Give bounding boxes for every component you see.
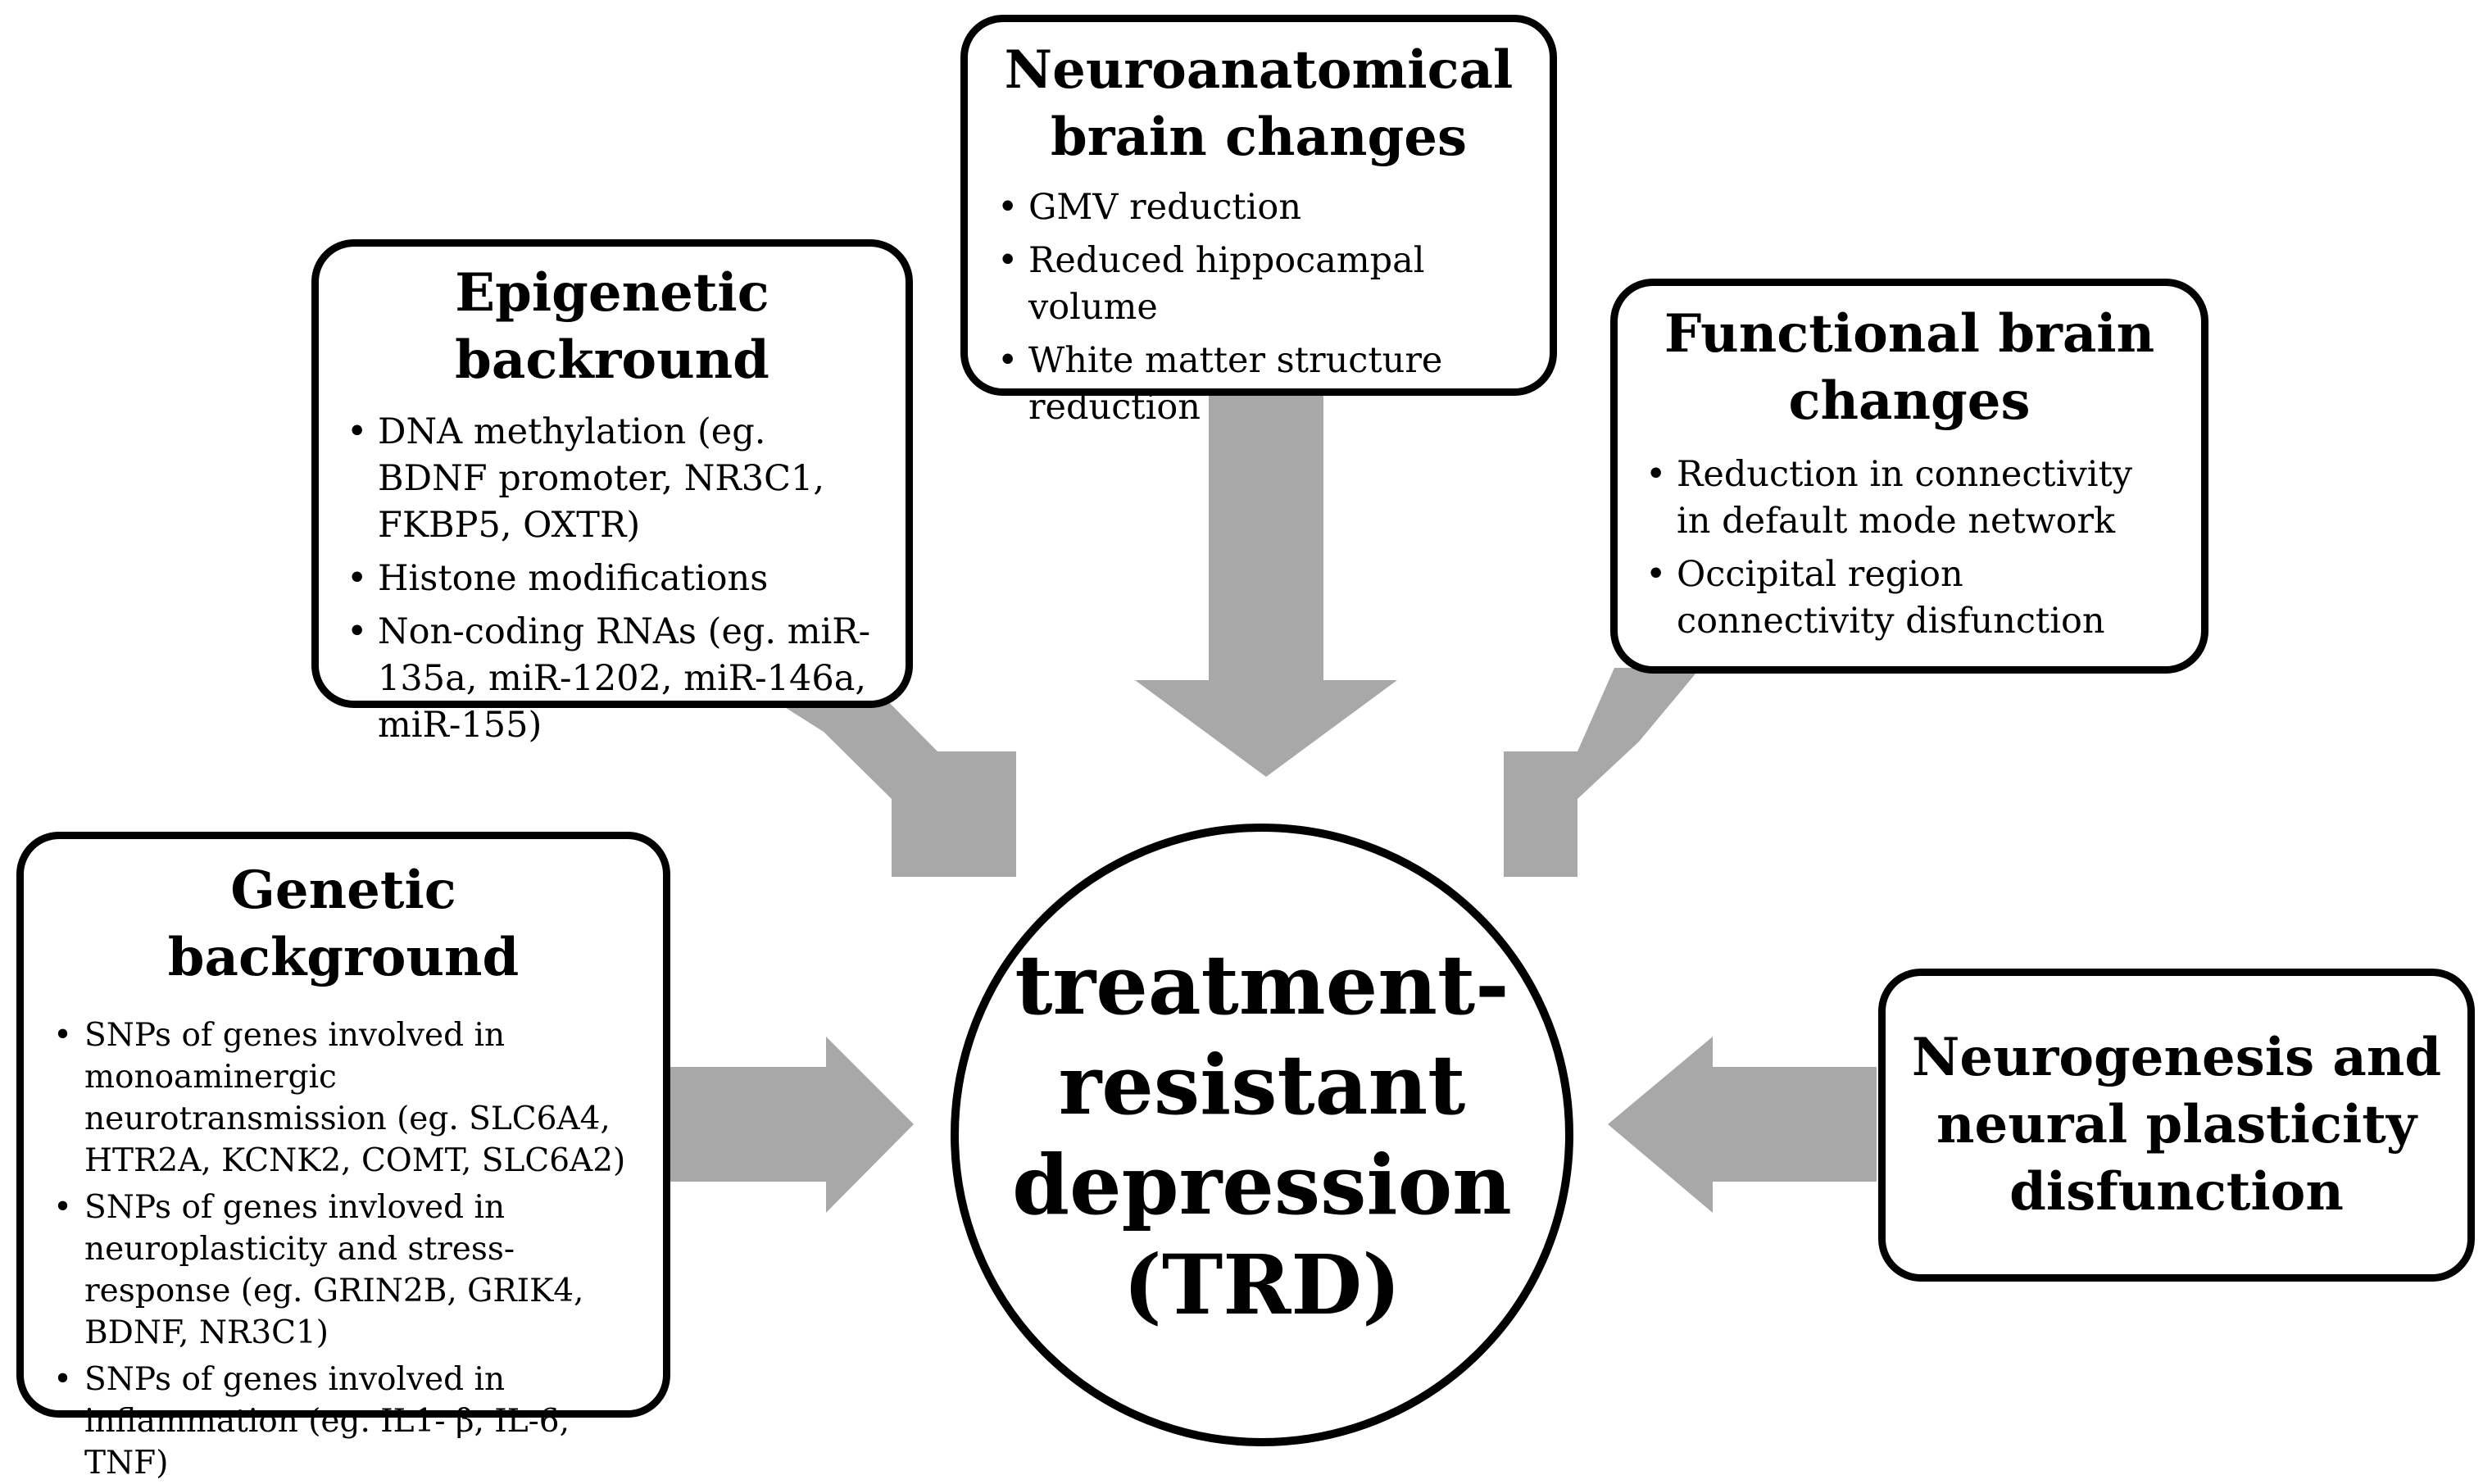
functional-list: Reduction in connectivity in default mod… [1642,452,2177,645]
list-item: Reduced hippocampal volume [994,238,1523,331]
epigenetic-list: DNA methylation (eg. BDNF promoter, NR3C… [343,409,881,749]
trd-label: treatment- resistant depression (TRD) [1012,935,1512,1335]
neurogenesis-title-line3: disfunction [2009,1160,2344,1223]
neuroanatomical-title: Neuroanatomical brain changes [994,37,1523,171]
arrows-layer [664,389,1877,1213]
neuroanatomical-list: GMV reduction Reduced hippocampal volume… [994,184,1523,431]
arrow-genetic-to-trd [664,1037,914,1213]
trd-label-line2: resistant [1058,1037,1466,1133]
genetic-list: SNPs of genes involved in monoaminergic … [50,1014,637,1484]
trd-label-line4: (TRD) [1123,1237,1401,1333]
functional-box: Functional brain changes Reduction in co… [1610,279,2208,674]
list-item: GMV reduction [994,184,1523,231]
epigenetic-box: Epigenetic backround DNA methylation (eg… [311,239,913,746]
functional-title: Functional brain changes [1642,301,2177,435]
arrow-functional-to-trd [1504,668,1700,877]
neurogenesis-box: Neurogenesis and neural plasticity disfu… [1878,969,2475,1282]
list-item: SNPs of genes invloved in neuroplasticit… [50,1187,637,1354]
list-item: DNA methylation (eg. BDNF promoter, NR3C… [343,409,881,549]
arrow-neuroanatomical-to-trd [1135,389,1397,777]
neuroanatomical-box: Neuroanatomical brain changes GMV reduct… [960,15,1557,428]
neuroanatomical-title-line1: Neuroanatomical [1004,39,1514,101]
trd-circle: treatment- resistant depression (TRD) [951,824,1573,1446]
neurogenesis-title-line2: neural plasticity [1936,1094,2417,1156]
list-item: Occipital region connectivity disfunctio… [1642,551,2177,645]
neurogenesis-title-line1: Neurogenesis and [1911,1027,2442,1089]
list-item: Histone modifications [343,556,881,602]
genetic-title: Genetic background [167,860,520,988]
arrow-neurogenesis-to-trd [1608,1037,1877,1213]
list-item: SNPs of genes involved in monoaminergic … [50,1014,637,1182]
list-item: Non-coding RNAs (eg. miR-135a, miR-1202,… [343,609,881,749]
functional-title-line1: Functional brain [1664,303,2155,365]
neuroanatomical-title-line2: brain changes [1050,106,1468,168]
trd-label-line1: treatment- [1015,937,1509,1033]
list-item: White matter structure reduction [994,338,1523,431]
functional-title-line2: changes [1788,370,2031,432]
genetic-box: Genetic background SNPs of genes involve… [16,832,670,1482]
epigenetic-title: Epigenetic backround [455,262,769,391]
neurogenesis-title: Neurogenesis and neural plasticity disfu… [1912,1024,2441,1226]
trd-label-line3: depression [1012,1137,1512,1233]
list-item: SNPs of genes involved in inflammation (… [50,1359,637,1484]
list-item: Reduction in connectivity in default mod… [1642,452,2177,545]
